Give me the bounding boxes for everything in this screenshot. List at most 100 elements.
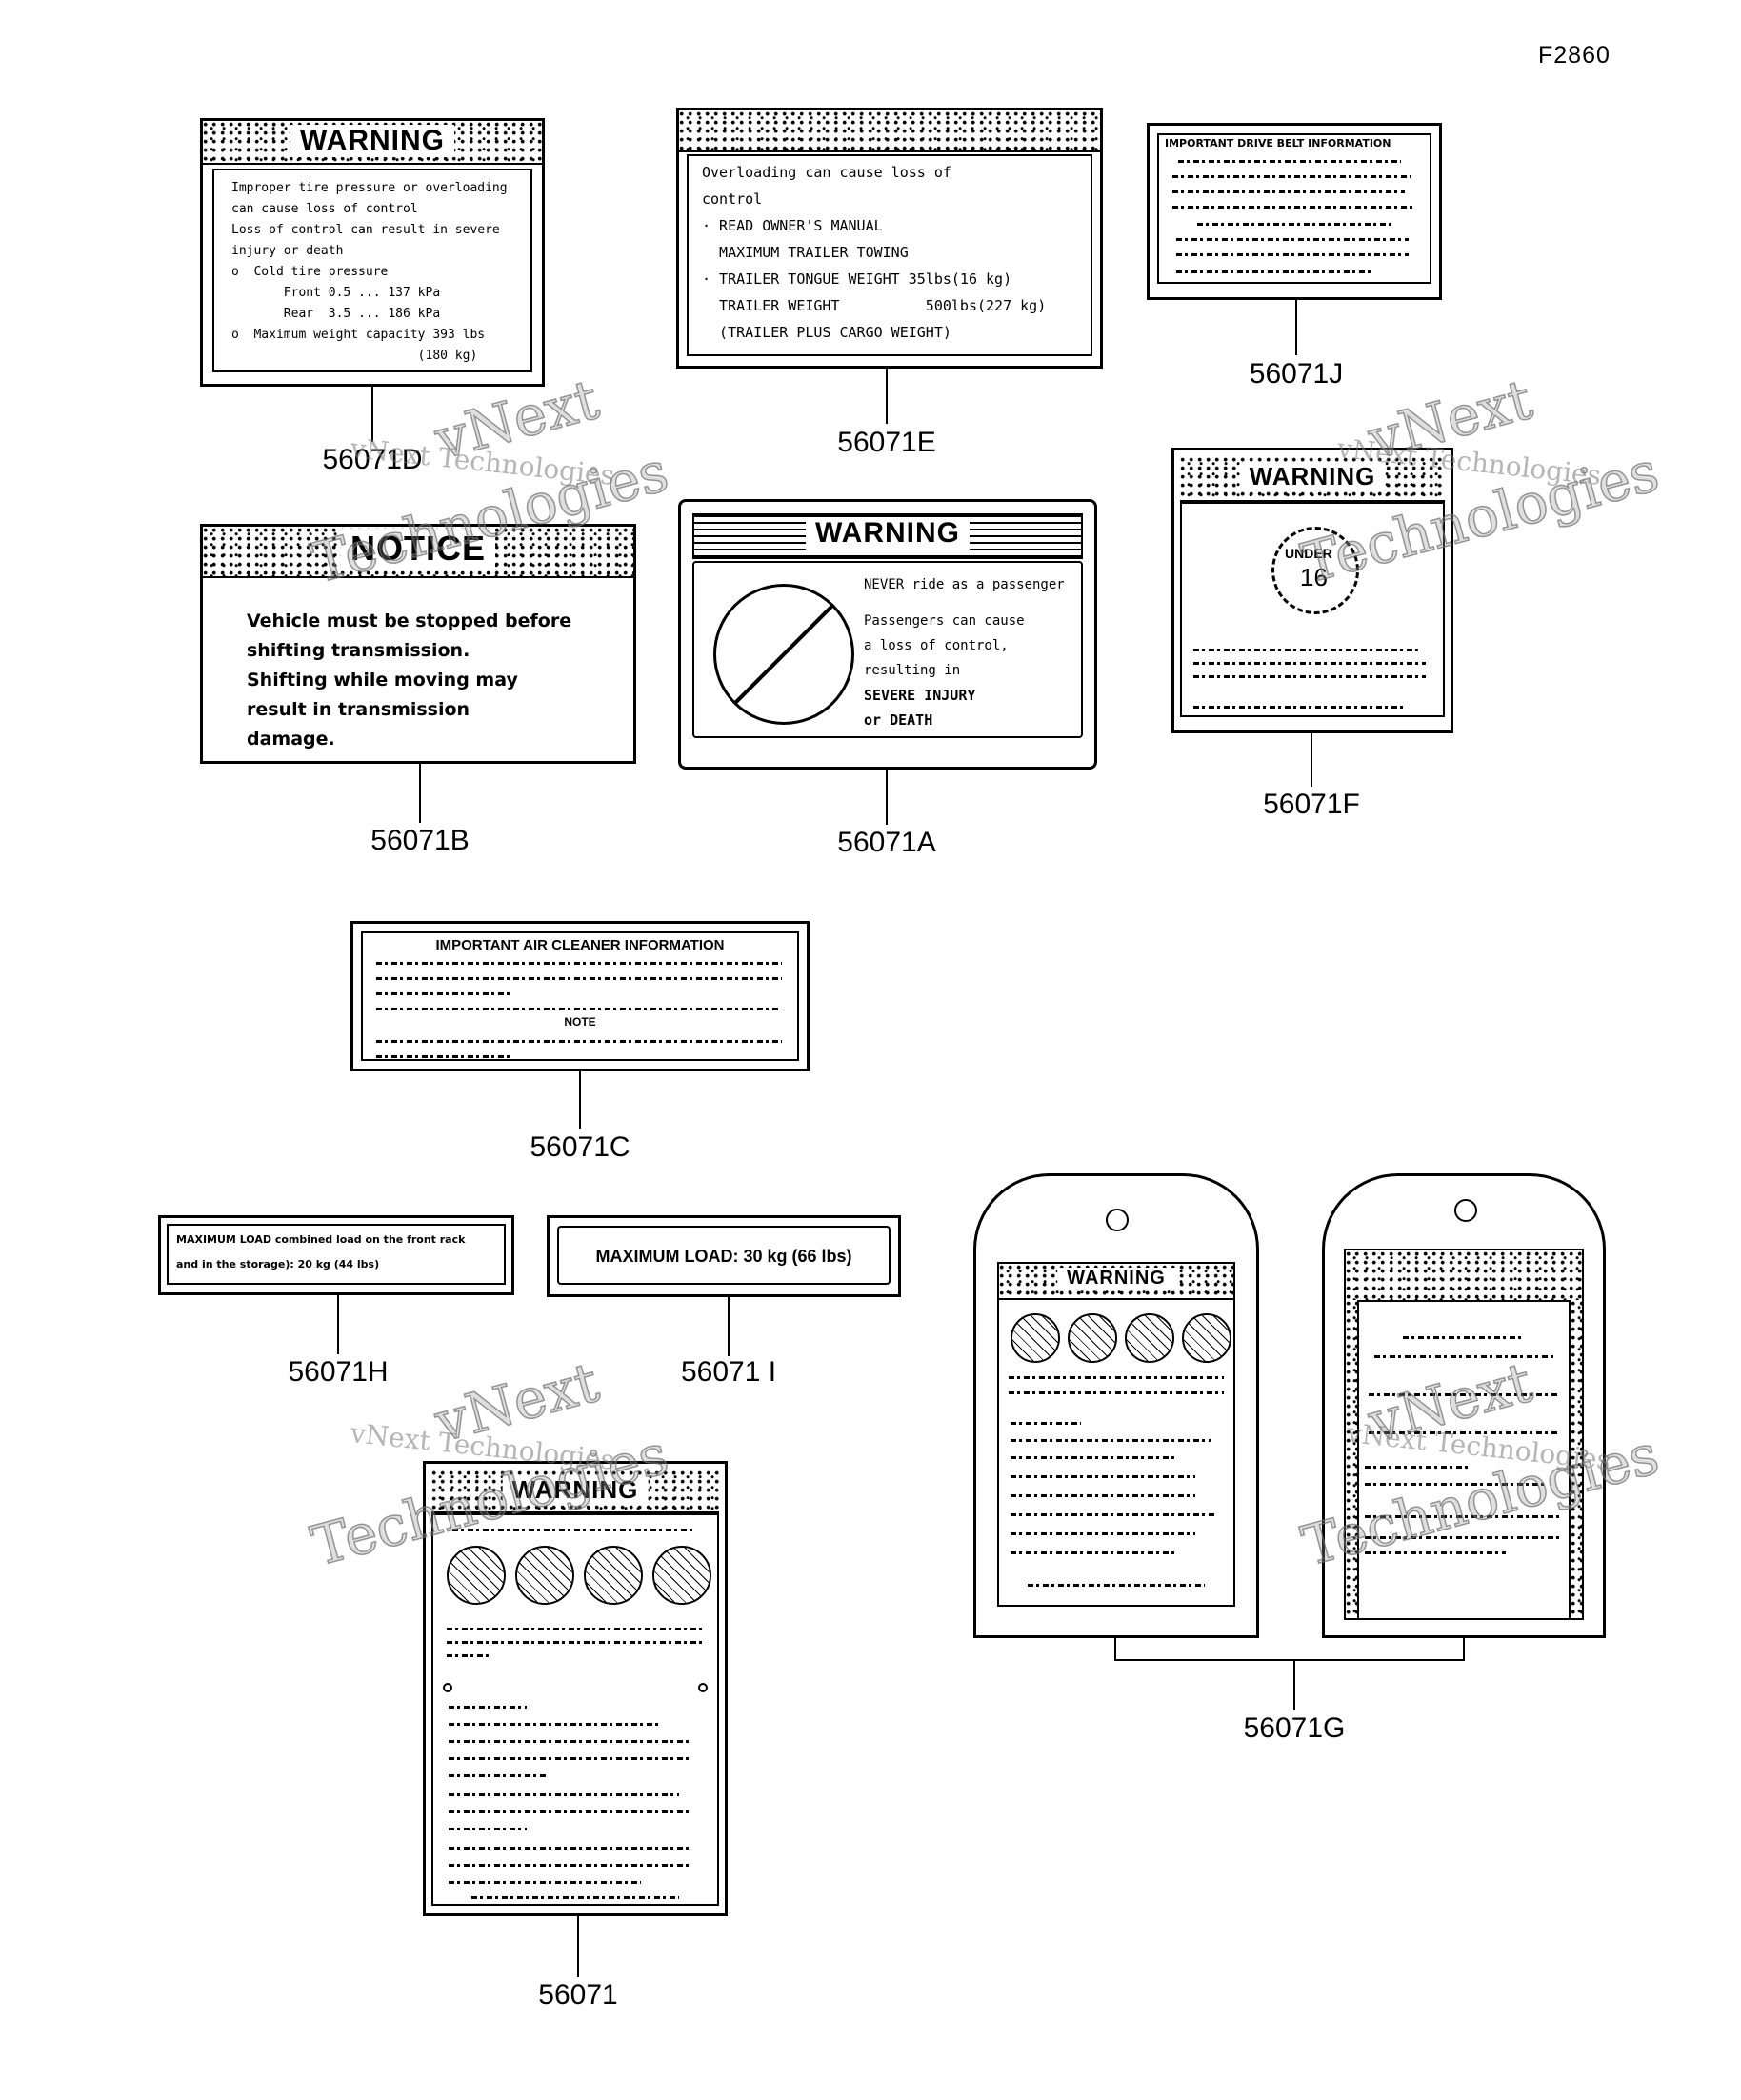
text-line xyxy=(1369,1431,1559,1434)
text-line xyxy=(1011,1456,1176,1459)
text-line xyxy=(449,1881,641,1884)
text-line xyxy=(449,1757,689,1760)
text-line xyxy=(1365,1483,1544,1486)
text-line xyxy=(1011,1422,1081,1425)
warning-band: WARNING xyxy=(431,1470,719,1513)
label-line: · READ OWNER'S MANUAL xyxy=(702,217,883,234)
rivet-hole xyxy=(698,1683,708,1692)
text-line xyxy=(1193,662,1426,665)
rivet-hole xyxy=(443,1683,452,1692)
text-line xyxy=(449,1793,679,1796)
part-number-56071d[interactable]: 56071D xyxy=(322,444,423,475)
part-number-56071c[interactable]: 56071C xyxy=(530,1131,630,1163)
text-line xyxy=(447,1654,489,1657)
text-line xyxy=(1193,649,1420,651)
text-line xyxy=(376,992,511,995)
text-line xyxy=(1365,1515,1563,1518)
leader-line xyxy=(371,387,373,442)
text-line xyxy=(1197,223,1391,226)
label-body: MAXIMUM LOAD: 30 kg (66 lbs) xyxy=(557,1226,891,1285)
label-line: SEVERE INJURY xyxy=(864,687,976,704)
part-number-56071j[interactable]: 56071J xyxy=(1249,358,1344,390)
label-line: TRAILER WEIGHT 500lbs(227 kg) xyxy=(702,297,1047,314)
bracket-left xyxy=(1114,1638,1116,1659)
hazard-pictogram xyxy=(1068,1313,1117,1363)
leader-line xyxy=(886,369,888,424)
text-line xyxy=(376,977,782,980)
part-number-56071i[interactable]: 56071 I xyxy=(680,1356,777,1388)
leader-line xyxy=(419,764,421,823)
text-line xyxy=(447,1628,704,1630)
notice-band: NOTICE xyxy=(203,527,633,578)
hazard-pictogram xyxy=(515,1546,574,1605)
label-line: o Cold tire pressure xyxy=(231,265,389,279)
text-line xyxy=(1011,1475,1195,1478)
part-number-56071a[interactable]: 56071A xyxy=(837,827,936,858)
part-number-56071e[interactable]: 56071E xyxy=(837,427,936,458)
part-number-56071f[interactable]: 56071F xyxy=(1263,789,1360,820)
label-line: · TRAILER TONGUE WEIGHT 35lbs(16 kg) xyxy=(702,270,1012,288)
label-line: and in the storage): 20 kg (44 lbs) xyxy=(176,1258,380,1270)
label-title: IMPORTANT AIR CLEANER INFORMATION xyxy=(435,937,725,953)
hazard-pictogram xyxy=(652,1546,711,1605)
texture-band xyxy=(1346,1250,1582,1302)
text-line xyxy=(449,1864,689,1867)
label-line: NEVER ride as a passenger xyxy=(864,577,1065,592)
bracket-right xyxy=(1463,1638,1465,1659)
label-body xyxy=(431,1513,719,1906)
bracket-bar xyxy=(1114,1659,1465,1661)
label-56071j[interactable]: IMPORTANT DRIVE BELT INFORMATION xyxy=(1147,123,1442,300)
label-56071i[interactable]: MAXIMUM LOAD: 30 kg (66 lbs) xyxy=(547,1215,901,1297)
text-line xyxy=(449,1723,660,1726)
label-line: Rear 3.5 ... 186 kPa xyxy=(231,307,441,321)
label-line: control xyxy=(702,190,763,208)
note-heading: NOTE xyxy=(564,1015,596,1029)
label-56071a[interactable]: WARNING NEVER ride as a passenger Passen… xyxy=(678,499,1097,770)
text-line xyxy=(471,1896,679,1899)
texture-band xyxy=(679,110,1100,152)
age-badge xyxy=(1271,527,1359,614)
figure-code: F2860 xyxy=(1538,42,1611,69)
label-56071[interactable]: WARNING xyxy=(423,1461,728,1916)
text-line xyxy=(1011,1532,1195,1535)
label-line: resulting in xyxy=(864,663,961,678)
label-56071c[interactable]: IMPORTANT AIR CLEANER INFORMATION NOTE xyxy=(350,921,810,1071)
leader-line xyxy=(1293,1659,1295,1710)
hazard-pictogram xyxy=(1125,1313,1174,1363)
texture-border-right xyxy=(1569,1300,1582,1618)
part-number-56071[interactable]: 56071 xyxy=(538,1979,618,2010)
text-line xyxy=(452,1529,694,1531)
leader-line xyxy=(337,1295,339,1354)
hazard-pictogram xyxy=(447,1546,506,1605)
label-line: Loss of control can result in severe xyxy=(231,223,500,237)
text-line xyxy=(1374,1355,1553,1358)
text-line xyxy=(376,1055,511,1058)
text-line xyxy=(1369,1393,1559,1396)
label-title: IMPORTANT DRIVE BELT INFORMATION xyxy=(1165,137,1391,150)
text-line xyxy=(1011,1439,1211,1442)
label-line: (TRAILER PLUS CARGO WEIGHT) xyxy=(702,324,951,341)
label-title: WARNING xyxy=(502,1475,649,1505)
label-body: MAXIMUM LOAD combined load on the front … xyxy=(167,1224,506,1285)
label-body: UNDER 16 xyxy=(1180,502,1445,717)
leader-line xyxy=(886,770,888,825)
leader-line xyxy=(1311,733,1312,787)
text-line xyxy=(376,962,782,965)
hang-tag-left[interactable]: WARNING xyxy=(973,1173,1259,1638)
text-line xyxy=(1365,1466,1468,1469)
text-line xyxy=(376,1008,778,1010)
label-56071b[interactable]: NOTICE Vehicle must be stopped before sh… xyxy=(200,524,636,764)
text-line xyxy=(449,1706,527,1709)
label-56071e[interactable]: Overloading can cause loss of control · … xyxy=(676,108,1103,369)
label-56071f[interactable]: WARNING UNDER 16 xyxy=(1171,448,1453,733)
part-number-56071b[interactable]: 56071B xyxy=(370,825,470,856)
label-line: can cause loss of control xyxy=(231,202,418,216)
label-body: IMPORTANT DRIVE BELT INFORMATION xyxy=(1157,133,1431,284)
texture-border-left xyxy=(1346,1300,1359,1618)
part-number-56071h[interactable]: 56071H xyxy=(288,1356,389,1388)
hang-tag-right[interactable] xyxy=(1322,1173,1606,1638)
part-number-56071g[interactable]: 56071G xyxy=(1243,1712,1346,1744)
label-56071d[interactable]: WARNING Improper tire pressure or overlo… xyxy=(200,118,545,387)
text-line xyxy=(1193,706,1405,709)
label-56071h[interactable]: MAXIMUM LOAD combined load on the front … xyxy=(158,1215,514,1295)
